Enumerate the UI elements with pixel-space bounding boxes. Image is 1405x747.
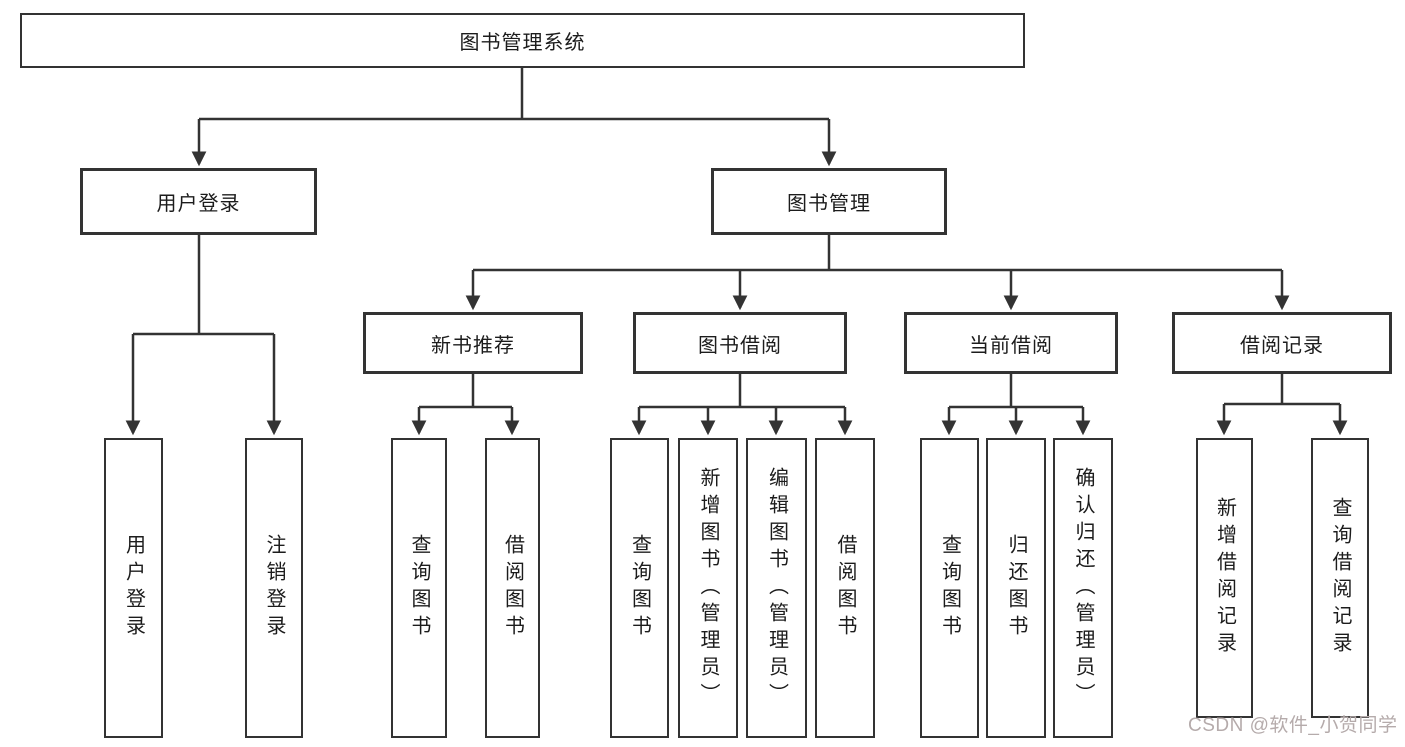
leaf-add-borrow-record-label: 新增借阅记录: [1213, 497, 1236, 659]
leaf-return-books: 归还图书: [986, 438, 1046, 738]
leaf-borrow-books-2-label: 借阅图书: [834, 534, 856, 642]
leaf-add-books-admin: 新增图书（管理员）: [678, 438, 738, 738]
leaf-query-books-3: 查询图书: [920, 438, 979, 738]
leaf-edit-books-admin: 编辑图书（管理员）: [746, 438, 807, 738]
leaf-add-books-admin-label: 新增图书（管理员）: [697, 466, 719, 710]
leaf-query-books-1: 查询图书: [391, 438, 447, 738]
leaf-edit-books-admin-label: 编辑图书（管理员）: [765, 466, 788, 710]
csdn-watermark: CSDN @软件_小贺同学: [1188, 715, 1398, 736]
leaf-user-login: 用户登录: [104, 438, 163, 738]
node-root-library-system: 图书管理系统: [20, 13, 1025, 68]
leaf-borrow-books-2: 借阅图书: [815, 438, 875, 738]
leaf-query-books-3-label: 查询图书: [938, 534, 961, 642]
node-new-book-recommendation: 新书推荐: [363, 312, 583, 374]
leaf-logout-label: 注销登录: [263, 534, 285, 642]
leaf-query-books-2-label: 查询图书: [628, 534, 651, 642]
node-borrow-records: 借阅记录: [1172, 312, 1392, 374]
leaf-borrow-books-1-label: 借阅图书: [501, 534, 524, 642]
leaf-add-borrow-record: 新增借阅记录: [1196, 438, 1253, 718]
leaf-query-borrow-record: 查询借阅记录: [1311, 438, 1369, 718]
leaf-query-borrow-record-label: 查询借阅记录: [1329, 497, 1351, 659]
node-book-borrowing: 图书借阅: [633, 312, 847, 374]
leaf-return-books-label: 归还图书: [1005, 534, 1027, 642]
leaf-query-books-2: 查询图书: [610, 438, 669, 738]
node-current-borrowing: 当前借阅: [904, 312, 1118, 374]
node-book-management: 图书管理: [711, 168, 947, 235]
leaf-confirm-return-admin: 确认归还（管理员）: [1053, 438, 1113, 738]
leaf-query-books-1-label: 查询图书: [408, 534, 430, 642]
leaf-user-login-label: 用户登录: [122, 534, 145, 642]
leaf-borrow-books-1: 借阅图书: [485, 438, 540, 738]
leaf-confirm-return-admin-label: 确认归还（管理员）: [1072, 466, 1094, 710]
leaf-logout: 注销登录: [245, 438, 303, 738]
node-user-login: 用户登录: [80, 168, 317, 235]
